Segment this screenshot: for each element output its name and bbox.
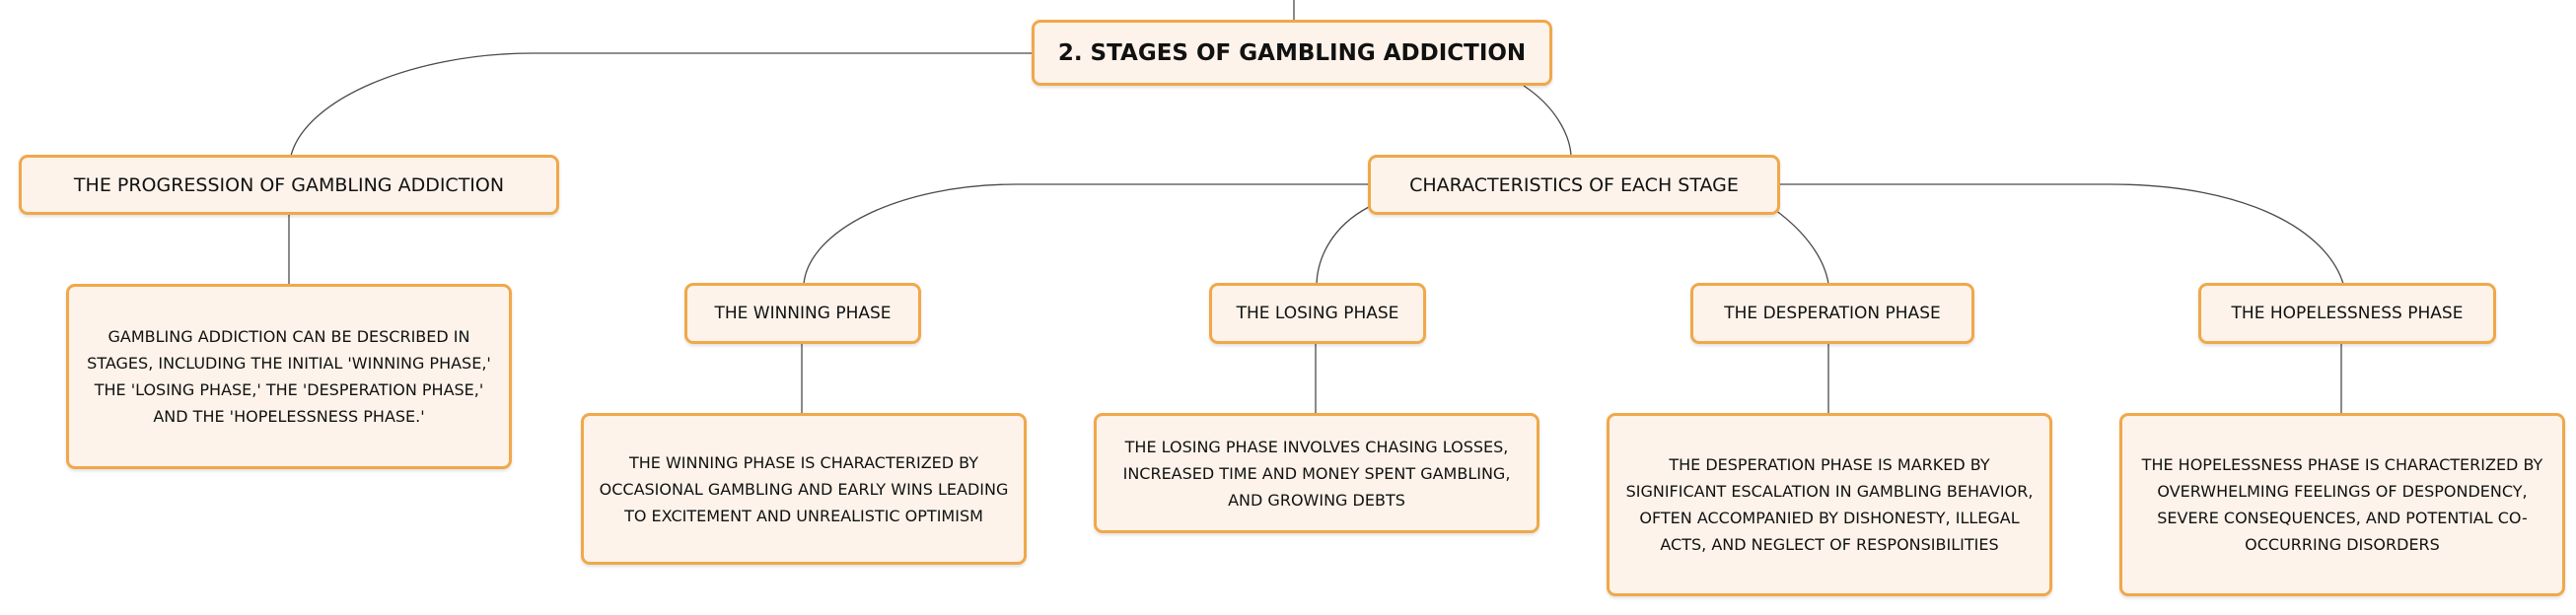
node-desperation-phase[interactable]: THE DESPERATION PHASE <box>1690 283 1974 344</box>
losing-phase-detail-text: THE LOSING PHASE INVOLVES CHASING LOSSES… <box>1122 437 1511 510</box>
desperation-phase-detail-text: THE DESPERATION PHASE IS MARKED BY SIGNI… <box>1625 455 2034 554</box>
characteristics-title: CHARACTERISTICS OF EACH STAGE <box>1409 173 1739 196</box>
losing-phase-title: THE LOSING PHASE <box>1236 304 1399 323</box>
node-progression[interactable]: THE PROGRESSION OF GAMBLING ADDICTION <box>19 155 559 215</box>
winning-phase-title: THE WINNING PHASE <box>714 304 892 323</box>
hopelessness-phase-title: THE HOPELESSNESS PHASE <box>2231 304 2464 323</box>
desperation-phase-title: THE DESPERATION PHASE <box>1724 304 1941 323</box>
hopelessness-phase-detail-node[interactable]: THE HOPELESSNESS PHASE IS CHARACTERIZED … <box>2119 413 2565 596</box>
losing-phase-detail-node[interactable]: THE LOSING PHASE INVOLVES CHASING LOSSES… <box>1094 413 1539 533</box>
root-node[interactable]: 2. STAGES OF GAMBLING ADDICTION <box>1032 20 1552 86</box>
connector-characteristics-losing <box>1316 206 1370 285</box>
node-winning-phase[interactable]: THE WINNING PHASE <box>684 283 921 344</box>
winning-phase-detail-node[interactable]: THE WINNING PHASE IS CHARACTERIZED BY OC… <box>581 413 1027 565</box>
connector-root-characteristics <box>1523 85 1572 157</box>
connector-characteristics-winning <box>803 183 1369 285</box>
connector-characteristics-desperation <box>1774 209 1829 285</box>
progression-detail-node[interactable]: GAMBLING ADDICTION CAN BE DESCRIBED IN S… <box>66 284 512 469</box>
desperation-phase-detail-node[interactable]: THE DESPERATION PHASE IS MARKED BY SIGNI… <box>1607 413 2052 596</box>
connector-characteristics-hopelessness <box>1778 183 2344 285</box>
progression-title: THE PROGRESSION OF GAMBLING ADDICTION <box>73 173 505 196</box>
root-title: 2. STAGES OF GAMBLING ADDICTION <box>1057 39 1527 66</box>
node-losing-phase[interactable]: THE LOSING PHASE <box>1209 283 1426 344</box>
node-hopelessness-phase[interactable]: THE HOPELESSNESS PHASE <box>2198 283 2496 344</box>
winning-phase-detail-text: THE WINNING PHASE IS CHARACTERIZED BY OC… <box>599 452 1009 525</box>
node-characteristics[interactable]: CHARACTERISTICS OF EACH STAGE <box>1368 155 1780 215</box>
connector-root-progression <box>290 52 1032 157</box>
progression-detail-text: GAMBLING ADDICTION CAN BE DESCRIBED IN S… <box>87 327 491 426</box>
hopelessness-phase-detail-text: THE HOPELESSNESS PHASE IS CHARACTERIZED … <box>2141 455 2543 554</box>
